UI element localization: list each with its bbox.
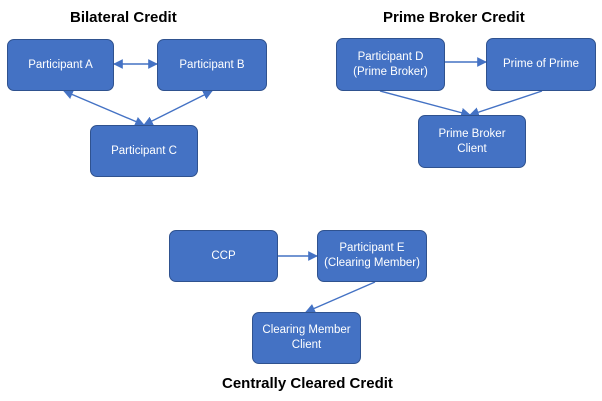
clearing-member-client-box: Clearing Member Client xyxy=(252,312,361,364)
participant-a-box: Participant A xyxy=(7,39,114,91)
clearing-member-client-label-line2: Client xyxy=(291,339,322,351)
participant-d-label-line1: Participant D xyxy=(357,50,424,63)
arrow-e-client xyxy=(305,281,376,313)
participant-d-label-line2: (Prime Broker) xyxy=(353,65,428,78)
participant-e-box: Participant E (Clearing Member) xyxy=(317,230,427,282)
participant-b-label: Participant B xyxy=(179,58,245,71)
clearing-member-client-label-line1: Clearing Member xyxy=(262,324,351,336)
participant-b-box: Participant B xyxy=(157,39,267,91)
ccp-label: CCP xyxy=(211,249,236,262)
prime-broker-client-label-line1: Prime Broker xyxy=(438,127,506,140)
centrally-cleared-credit-title: Centrally Cleared Credit xyxy=(222,375,393,392)
participant-d-box: Participant D (Prime Broker) xyxy=(336,38,445,91)
ccp-box: CCP xyxy=(169,230,278,282)
prime-broker-credit-title: Prime Broker Credit xyxy=(383,9,525,26)
prime-of-prime-label: Prime of Prime xyxy=(502,58,580,70)
arrow-pp-client xyxy=(469,90,543,117)
arrow-d-client xyxy=(379,90,471,118)
participant-a-label: Participant A xyxy=(28,58,93,71)
participant-e-label-line2: (Clearing Member) xyxy=(324,257,420,269)
arrow-a-c xyxy=(63,89,145,127)
prime-broker-client-box: Prime Broker Client xyxy=(418,115,526,168)
prime-broker-client-label-line2: Client xyxy=(457,142,487,155)
arrow-b-c xyxy=(143,90,213,126)
participant-c-box: Participant C xyxy=(90,125,198,177)
prime-of-prime-box: Prime of Prime xyxy=(486,38,596,91)
participant-e-label-line1: Participant E xyxy=(339,242,405,254)
bilateral-credit-title: Bilateral Credit xyxy=(70,9,177,26)
participant-c-label: Participant C xyxy=(111,144,177,157)
